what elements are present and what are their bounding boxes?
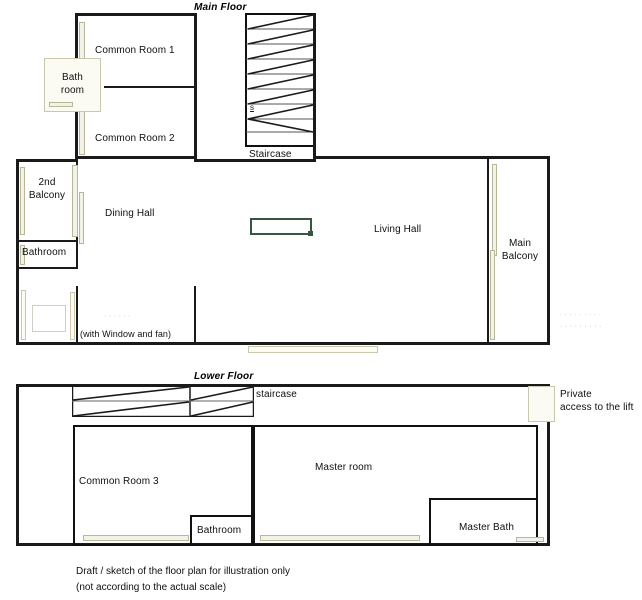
window-master-room xyxy=(260,535,420,541)
wall-bottom-common-block xyxy=(75,156,197,159)
window-master-bath xyxy=(516,537,544,542)
label-living-hall: Living Hall xyxy=(374,224,422,235)
wall-balcony-bathroom-divider xyxy=(16,240,78,242)
label-master-room: Master room xyxy=(315,462,373,473)
staircase-lower-floor xyxy=(72,385,254,417)
wall-bathroom-bottom xyxy=(16,267,78,269)
label-dining-hall: Dining Hall xyxy=(105,208,155,219)
room-common-room-3 xyxy=(73,425,253,546)
stair-direction-mark: s xyxy=(250,103,254,112)
wall-divider-common-rooms xyxy=(104,86,197,88)
furniture-green-marker xyxy=(308,231,313,236)
wall-left-outer-main xyxy=(16,159,19,345)
room-lower-bathroom xyxy=(190,515,253,546)
label-master-bath: Master Bath xyxy=(459,522,515,533)
note-window-and-fan: (with Window and fan) xyxy=(80,329,172,339)
lower-floor-title: Lower Floor xyxy=(194,371,254,382)
label-common-room-2: Common Room 2 xyxy=(95,133,175,144)
wall-top-left-hall xyxy=(16,159,78,162)
room-master-bath xyxy=(429,498,538,546)
note-lift-access: Private access to the lift xyxy=(560,389,634,413)
ghost-text-dining: · · · · · · xyxy=(104,313,132,320)
wall-right-outer-main xyxy=(547,156,550,345)
lift-access-box xyxy=(528,386,555,422)
label-bath-room: Bath room xyxy=(60,72,85,96)
wall-top-common-block xyxy=(75,13,197,16)
label-main-balcony: Main Balcony xyxy=(501,238,539,262)
plan-caption: Draft / sketch of the floor plan for ill… xyxy=(76,566,290,593)
wall-bottom-outer-main xyxy=(16,342,550,345)
window-main-balcony-lower xyxy=(490,250,495,340)
furniture-sketch-dining xyxy=(32,305,66,332)
window-bath-room xyxy=(49,102,73,107)
window-balcony-inner xyxy=(72,165,78,237)
wall-top-living-hall xyxy=(313,156,550,159)
label-common-room-3: Common Room 3 xyxy=(79,476,159,487)
wall-left-outer-lower xyxy=(16,384,19,546)
window-dining-outer-left xyxy=(21,290,26,340)
wall-main-balcony-left xyxy=(487,156,489,344)
wall-top-dining-hall xyxy=(194,159,316,162)
label-lower-bathroom: Bathroom xyxy=(197,525,242,536)
room-master-room xyxy=(253,425,538,546)
window-dining-left xyxy=(79,192,84,244)
label-second-balcony: 2nd Balcony xyxy=(28,177,66,201)
furniture-green-table xyxy=(250,218,312,235)
window-sill-main-bottom xyxy=(248,346,378,353)
ghost-text-right: ˙ ˙ ˙ ˙ ˙ ˙ ˙ ˙ ˙ · · · · · · · · · xyxy=(560,315,602,330)
label-staircase-main: Staircase xyxy=(249,149,292,160)
window-dining-outer-right xyxy=(70,292,75,340)
wall-right-outer-lower xyxy=(547,384,550,546)
window-common-room-2 xyxy=(79,110,85,155)
wall-right-of-staircase xyxy=(313,13,316,159)
window-second-balcony xyxy=(20,167,25,235)
window-common-room-3 xyxy=(83,535,189,541)
label-bathroom-main: Bathroom xyxy=(22,247,67,258)
main-floor-title: Main Floor xyxy=(194,2,247,13)
wall-dining-partition-right xyxy=(194,286,196,343)
window-bathroom-main xyxy=(20,245,25,265)
wall-dining-partition-left xyxy=(76,286,78,343)
staircase-main-floor xyxy=(245,13,315,147)
wall-top-outer-lower xyxy=(16,384,550,387)
label-common-room-1: Common Room 1 xyxy=(95,45,175,56)
label-staircase-lower: staircase xyxy=(256,389,297,400)
